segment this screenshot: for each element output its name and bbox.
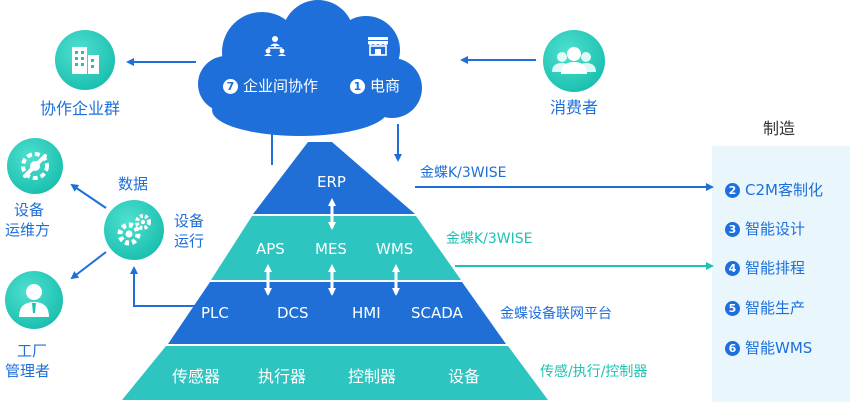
equipment-op-line1: 设备 <box>174 212 205 230</box>
partners-circle <box>55 30 115 90</box>
data-label: 数据 <box>118 175 149 193</box>
cloud-item-ecommerce: 1 电商 <box>350 75 400 96</box>
pyramid-tier-erp <box>253 142 415 214</box>
badge-7: 7 <box>223 79 238 94</box>
badge-6: 6 <box>725 341 740 356</box>
storefront-icon <box>368 37 388 56</box>
panel-item-wms: 6 智能WMS <box>725 337 812 358</box>
gears-icon <box>117 214 151 246</box>
cloud-icon-team <box>263 36 287 56</box>
buildings-icon <box>72 47 99 74</box>
consumer-circle <box>543 30 605 92</box>
tier4-actuator: 执行器 <box>258 367 307 386</box>
cloud-icon-store <box>367 36 389 56</box>
side-label-sensor: 传感/执行/控制器 <box>540 364 648 380</box>
badge-5: 5 <box>725 301 740 316</box>
people-group-icon <box>552 47 596 74</box>
cloud-item-collab: 7 企业间协作 <box>223 75 318 96</box>
partners-label: 协作企业群 <box>40 99 121 118</box>
wrench-gear-icon <box>21 152 49 180</box>
tier4-sensor: 传感器 <box>172 367 221 386</box>
tier1-erp: ERP <box>317 173 346 191</box>
cloud-shape <box>198 0 422 136</box>
cloud-collab-label: 企业间协作 <box>243 77 319 95</box>
factory-label-line2: 管理者 <box>5 362 51 380</box>
tier4-device: 设备 <box>448 367 481 386</box>
panel-item-label: 智能设计 <box>745 220 806 238</box>
pyramid-tier-devices <box>122 346 548 400</box>
maintainer-circle <box>7 138 63 194</box>
badge-3: 3 <box>725 222 740 237</box>
panel-item-design: 3 智能设计 <box>725 218 805 239</box>
panel-item-c2m: 2 C2M客制化 <box>725 179 823 200</box>
manager-person-icon <box>19 284 49 317</box>
tier4-controller: 控制器 <box>348 367 397 386</box>
equipment-gear-circle <box>104 200 164 260</box>
panel-item-scheduling: 4 智能排程 <box>725 257 805 278</box>
consumer-label: 消费者 <box>550 98 599 117</box>
tier2-mes: MES <box>315 240 347 258</box>
factory-manager-circle <box>5 271 63 329</box>
equipment-op-line2: 运行 <box>174 232 205 250</box>
maintainer-label-line1: 设备 <box>14 201 45 219</box>
tier3-dcs: DCS <box>277 304 309 322</box>
tier3-hmi: HMI <box>352 304 381 322</box>
factory-label-line1: 工厂 <box>17 342 48 360</box>
badge-2: 2 <box>725 183 740 198</box>
panel-item-label: C2M客制化 <box>745 181 823 199</box>
pyramid-tier-iot <box>168 282 506 344</box>
badge-1: 1 <box>350 79 365 94</box>
panel-item-label: 智能生产 <box>745 299 806 317</box>
team-hierarchy-icon <box>264 36 286 56</box>
side-label-mes: 金蝶K/3WISE <box>446 231 533 247</box>
side-label-iot: 金蝶设备联网平台 <box>500 306 612 322</box>
badge-4: 4 <box>725 261 740 276</box>
cloud-ecommerce-label: 电商 <box>370 77 401 95</box>
tier2-aps: APS <box>256 240 285 258</box>
tier2-wms: WMS <box>376 240 414 258</box>
maintainer-label-line2: 运维方 <box>5 221 51 239</box>
panel-item-label: 智能排程 <box>745 259 806 277</box>
panel-item-label: 智能WMS <box>745 339 813 357</box>
side-label-erp: 金蝶K/3WISE <box>420 165 507 181</box>
tier3-scada: SCADA <box>411 304 463 322</box>
manufacturing-title: 制造 <box>763 119 796 138</box>
tier3-plc: PLC <box>201 304 229 322</box>
panel-item-production: 5 智能生产 <box>725 297 805 318</box>
